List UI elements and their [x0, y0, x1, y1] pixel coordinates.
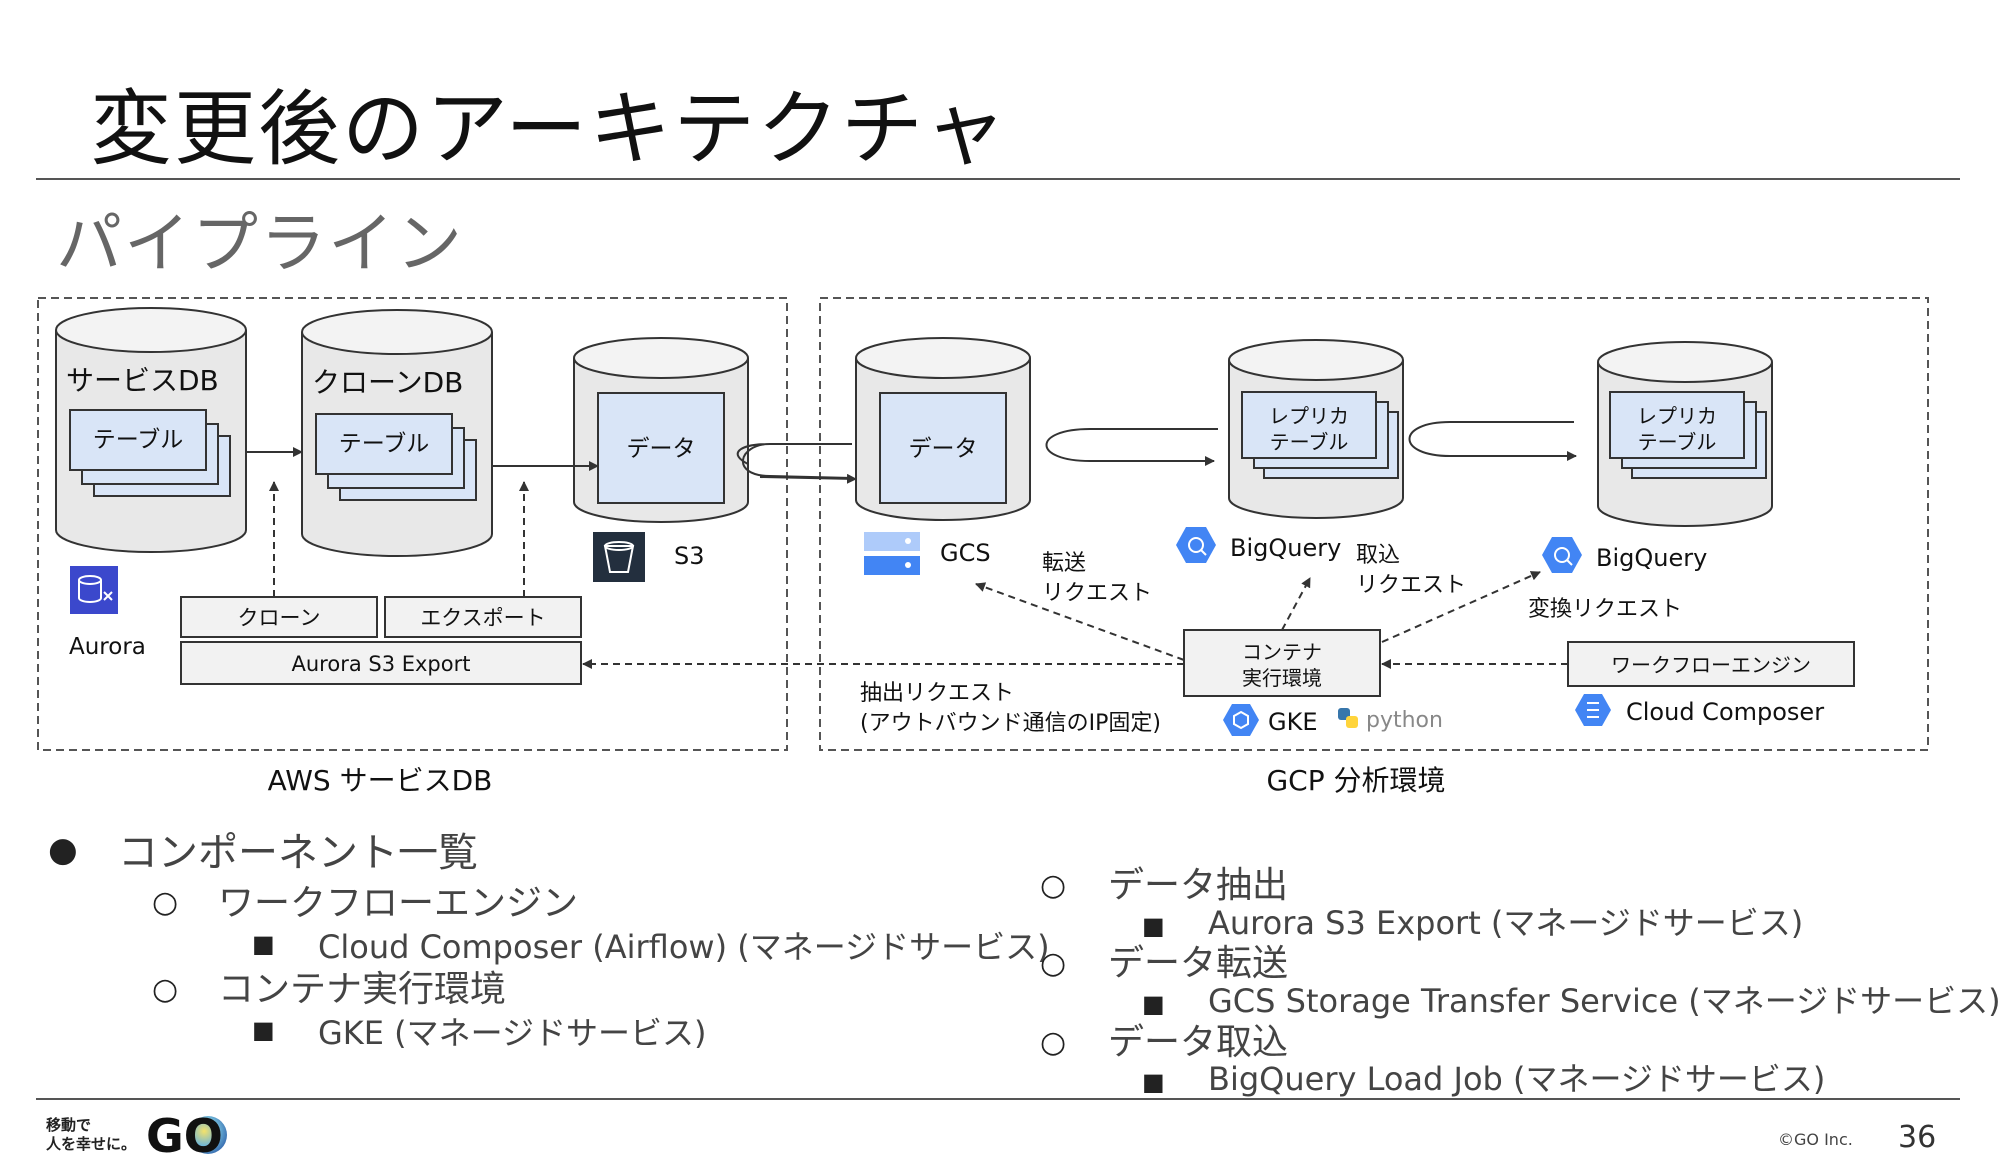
python-label: python [1366, 708, 1443, 733]
aurora-label: Aurora [69, 634, 146, 660]
gcs-data-label: データ [909, 436, 978, 462]
bullet: ■ [252, 1016, 275, 1044]
copyright: ©GO Inc. [1778, 1130, 1853, 1149]
footer-divider [36, 1098, 1960, 1100]
transfer-request-label-2: リクエスト [1042, 581, 1152, 606]
footer-tagline-line1: 移動で [46, 1116, 92, 1134]
gcs-cylinder: データ [855, 337, 1031, 521]
go-logo-mark [189, 1116, 227, 1154]
gcs-label: GCS [940, 539, 991, 567]
bigquery-transform-arrow [1408, 421, 1577, 461]
load-request-label-1: 取込 [1356, 543, 1400, 568]
component-label: データ抽出 [1108, 865, 1289, 906]
bigquery-replica-1-cylinder: レプリカ テーブル [1228, 339, 1404, 519]
clone-box [180, 596, 378, 638]
s3-bucket-icon [593, 532, 645, 582]
page-number: 36 [1898, 1120, 1937, 1155]
gke-label: GKE [1268, 708, 1318, 736]
go-logo: GO [146, 1110, 227, 1156]
workflow-engine-label: ワークフローエンジン [1611, 653, 1811, 677]
component-item: GKE (マネージドサービス) [318, 1014, 707, 1052]
footer-logo-tagline: 移動で 人を幸せに。 [46, 1116, 136, 1154]
clone-db-table-label: テーブル [339, 431, 430, 457]
bullet: ○ [1040, 1025, 1067, 1060]
container-runtime-box [1183, 629, 1381, 697]
bullet: ○ [1040, 946, 1067, 981]
bullet: ■ [1142, 1068, 1165, 1096]
slide-title: 変更後のアーキテクチャ [90, 82, 1009, 177]
bigquery-icon [1176, 527, 1216, 563]
service-db-cylinder: サービスDB テーブル [55, 307, 247, 553]
component-label: ワークフローエンジン [218, 883, 579, 924]
component-label: データ転送 [1108, 943, 1289, 984]
bigquery-icon [1542, 537, 1582, 573]
bq2-table-label-2: テーブル [1638, 430, 1717, 454]
aurora-s3-export-box [180, 641, 582, 685]
transform-request-arrow [1381, 571, 1541, 643]
extract-request-label-2: (アウトバウンド通信のIP固定) [860, 711, 1161, 736]
bq1-table-label-1: レプリカ [1269, 404, 1349, 428]
bq2-table-label-1: レプリカ [1637, 404, 1717, 428]
container-box-label-2: 実行環境 [1242, 666, 1322, 690]
gcp-group-label: GCP 分析環境 [1266, 764, 1445, 797]
export-box [384, 596, 582, 638]
gcs-icon [864, 532, 920, 575]
extract-request-label-1: 抽出リクエスト [860, 681, 1014, 706]
cloud-composer-icon [1575, 694, 1611, 726]
aurora-icon [70, 566, 118, 614]
component-label: データ取込 [1108, 1022, 1289, 1063]
clone-db-table [315, 413, 453, 475]
service-db-label: サービスDB [66, 364, 219, 397]
workflow-engine-box [1567, 641, 1855, 687]
gcp-group-box [819, 297, 1929, 751]
load-request-label-2: リクエスト [1356, 573, 1466, 598]
clone-box-label: クローン [238, 606, 321, 630]
service-db-table-label: テーブル [93, 427, 184, 453]
bullet: ● [48, 830, 78, 870]
clone-db-label: クローンDB [312, 366, 463, 399]
go-logo-text: GO [146, 1110, 223, 1156]
title-divider [36, 178, 1960, 180]
bullet: ○ [152, 885, 179, 920]
python-icon [1338, 708, 1358, 728]
container-box-label-1: コンテナ [1242, 640, 1322, 664]
bigquery-replica-2-cylinder: レプリカ テーブル [1597, 341, 1773, 527]
gcs-to-bigquery-arrow [1045, 428, 1218, 466]
gke-icon [1223, 704, 1259, 736]
clone-db-cylinder: クローンDB テーブル [301, 309, 493, 557]
footer-tagline-line2: 人を幸せに。 [46, 1135, 137, 1153]
architecture-diagram: AWS サービスDB GCP 分析環境 サービスDB テーブル クローンDB テ… [37, 297, 1929, 797]
bigquery-2-label: BigQuery [1596, 544, 1707, 572]
load-request-arrow [1281, 577, 1311, 631]
component-list-heading: コンポーネント一覧 [118, 830, 478, 876]
bullet: ■ [1142, 990, 1165, 1018]
component-item: Aurora S3 Export (マネージドサービス) [1208, 904, 1804, 942]
s3-label: S3 [674, 542, 705, 570]
component-label: コンテナ実行環境 [218, 969, 507, 1010]
export-box-label: エクスポート [420, 606, 545, 630]
transfer-request-arrow [975, 582, 1185, 661]
s3-to-gcs-arrow-loop [736, 443, 853, 479]
component-item: GCS Storage Transfer Service (マネージドサービス) [1208, 982, 2000, 1020]
service-db-table [69, 409, 207, 471]
transform-request-label: 変換リクエスト [1528, 597, 1682, 622]
bullet: ■ [252, 930, 275, 958]
bigquery-1-label: BigQuery [1230, 534, 1341, 562]
section-heading: パイプライン [56, 205, 464, 282]
s3-cylinder: データ [573, 337, 749, 523]
bullet: ○ [1040, 868, 1067, 903]
bullet: ■ [1142, 912, 1165, 940]
cloud-composer-label: Cloud Composer [1626, 698, 1824, 726]
aurora-s3-export-label: Aurora S3 Export [292, 652, 471, 676]
bq1-table-label-2: テーブル [1270, 430, 1349, 454]
component-item: Cloud Composer (Airflow) (マネージドサービス) [318, 928, 1050, 966]
s3-to-gcs-arrow [759, 473, 857, 484]
aws-group-label: AWS サービスDB [268, 764, 493, 797]
s3-data-label: データ [627, 436, 696, 462]
bullet: ○ [152, 972, 179, 1007]
transfer-request-label-1: 転送 [1042, 551, 1086, 576]
component-item: BigQuery Load Job (マネージドサービス) [1208, 1060, 1826, 1098]
aws-group-box [37, 297, 788, 751]
